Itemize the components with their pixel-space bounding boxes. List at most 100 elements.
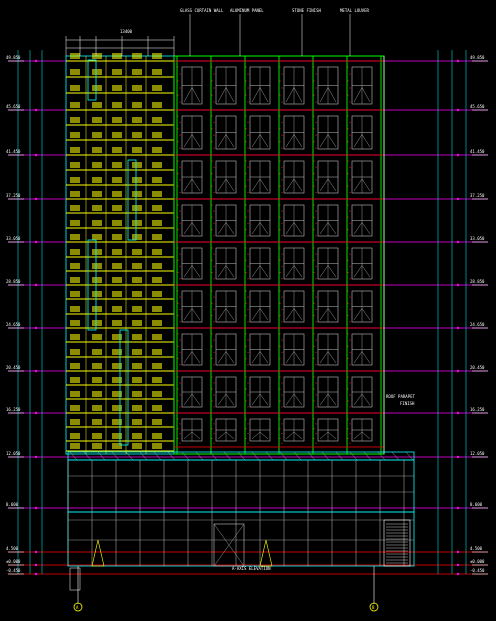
stone-texture-dot xyxy=(213,166,215,168)
level-marker xyxy=(456,369,460,373)
wing-hatch-block xyxy=(132,205,142,211)
window-swing-mark xyxy=(353,134,371,148)
top-dimensions xyxy=(65,14,385,454)
stone-texture-dot xyxy=(349,382,351,384)
canopy-hatch xyxy=(181,451,190,461)
stone-texture-dot xyxy=(349,73,351,75)
stone-texture-dot xyxy=(349,222,351,225)
level-label-right: 41.450 xyxy=(470,149,485,154)
left-level-marks: 49.85045.65041.45037.25033.05028.85024.6… xyxy=(6,50,43,576)
stone-texture-dot xyxy=(281,432,283,435)
canopy-hatch xyxy=(279,451,288,461)
wing-hatch-block xyxy=(92,220,102,226)
level-marker xyxy=(34,197,38,201)
wing-hatch-block xyxy=(152,205,162,211)
level-label-left: ±0.000 xyxy=(6,559,21,564)
stone-texture-dot xyxy=(213,351,215,354)
stone-texture-dot xyxy=(347,228,349,231)
wing-hatch-block xyxy=(112,263,122,269)
wing-hatch-block xyxy=(92,191,102,197)
wing-hatch-block xyxy=(92,443,102,449)
window-swing-mark xyxy=(353,265,371,278)
window-swing-mark xyxy=(285,351,303,364)
wing-hatch-block xyxy=(132,263,142,269)
stone-texture-dot xyxy=(313,115,315,117)
window-swing-mark xyxy=(319,134,337,148)
stone-texture-dot xyxy=(213,222,215,225)
level-label-left: 8.600 xyxy=(6,502,19,507)
level-marker xyxy=(34,108,38,112)
stone-texture-dot xyxy=(279,290,281,292)
level-marker xyxy=(456,240,460,244)
stone-texture-dot xyxy=(247,339,249,341)
stone-texture-dot xyxy=(279,94,281,96)
stone-texture-dot xyxy=(245,204,247,206)
stone-texture-dot xyxy=(213,432,215,435)
window-swing-mark xyxy=(217,265,235,278)
stone-texture-dot xyxy=(313,160,315,162)
stone-texture-dot xyxy=(247,179,249,181)
level-label-right: 20.450 xyxy=(470,365,485,370)
stone-texture-dot xyxy=(179,321,181,323)
wing-hatch-block xyxy=(132,132,142,138)
stone-texture-dot xyxy=(315,87,317,89)
stone-texture-dot xyxy=(347,400,349,402)
wing-hatch-block xyxy=(132,433,142,439)
window-swing-mark xyxy=(353,87,371,103)
canopy-hatch xyxy=(209,451,218,461)
stone-texture-dot xyxy=(213,253,215,255)
level-label-right: 12.050 xyxy=(470,451,485,456)
window-swing-mark xyxy=(251,308,269,321)
level-label-right: -0.450 xyxy=(470,568,485,573)
stone-texture-dot xyxy=(247,308,249,311)
stone-texture-dot xyxy=(245,290,247,292)
wing-hatch-block xyxy=(112,191,122,197)
stone-texture-dot xyxy=(247,222,249,225)
canopy-hatch xyxy=(125,451,134,461)
stone-texture-dot xyxy=(281,278,283,280)
canopy-hatch xyxy=(307,451,316,461)
window-swing-mark xyxy=(217,134,235,148)
window-swing-mark xyxy=(319,431,337,440)
stone-texture-dot xyxy=(245,400,247,402)
wing-hatch-block xyxy=(70,162,80,168)
wing-hatch-block xyxy=(92,263,102,269)
stone-texture-dot xyxy=(313,428,315,430)
stone-texture-dot xyxy=(281,73,283,75)
stone-texture-dot xyxy=(213,278,215,280)
wing-hatch-block xyxy=(132,249,142,255)
stone-texture-dot xyxy=(179,382,181,384)
canopy-hatch xyxy=(349,451,358,461)
stone-texture-dot xyxy=(281,121,283,124)
stone-texture-dot xyxy=(315,265,317,268)
wing-hatch-block xyxy=(92,291,102,297)
stone-texture-dot xyxy=(349,235,351,237)
level-marker xyxy=(456,563,460,567)
wing-hatch-block xyxy=(152,177,162,183)
level-marker xyxy=(456,550,460,554)
level-label-right: 8.600 xyxy=(470,502,483,507)
stone-texture-dot xyxy=(347,333,349,335)
wing-hatch-block xyxy=(152,349,162,355)
wing-hatch-block xyxy=(132,291,142,297)
stone-texture-dot xyxy=(313,388,315,390)
level-label-right: 37.250 xyxy=(470,193,485,198)
level-label-right: 24.650 xyxy=(470,322,485,327)
window-swing-mark xyxy=(217,87,235,103)
stone-texture-dot xyxy=(177,94,179,96)
level-label-left: 41.450 xyxy=(6,149,21,154)
stone-texture-dot xyxy=(213,308,215,311)
wing-hatch-block xyxy=(70,205,80,211)
stone-texture-dot xyxy=(179,278,181,280)
stone-texture-dot xyxy=(245,160,247,162)
stone-texture-dot xyxy=(281,423,283,425)
wing-hatch-block xyxy=(92,177,102,183)
stone-texture-dot xyxy=(247,406,249,408)
wing-hatch-block xyxy=(92,53,102,59)
stone-texture-dot xyxy=(177,216,179,218)
stone-texture-dot xyxy=(211,290,213,292)
stone-texture-dot xyxy=(177,302,179,304)
stone-texture-dot xyxy=(245,302,247,304)
level-marker xyxy=(456,326,460,330)
